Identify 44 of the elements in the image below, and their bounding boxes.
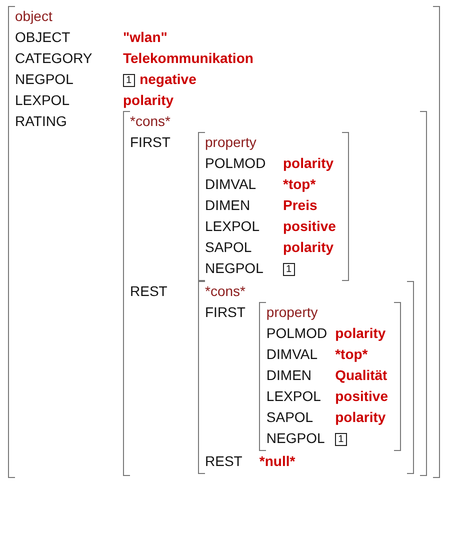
type-name: object (15, 7, 54, 26)
attribute-name: FIRST (205, 304, 246, 320)
attribute-name: NEGPOL (15, 71, 74, 87)
attribute-name: REST (130, 283, 168, 299)
attribute-value: polarity (335, 409, 386, 425)
attribute-name: SAPOL (205, 239, 252, 255)
attribute-name: SAPOL (266, 409, 314, 425)
attribute-value: Preis (283, 197, 318, 213)
attribute-name: DIMVAL (266, 346, 318, 362)
attribute-name: FIRST (130, 134, 170, 150)
attribute-name: OBJECT (15, 29, 70, 45)
attribute-value: "wlan" (123, 29, 168, 45)
attribute-value: polarity (283, 155, 334, 171)
type-name: property (205, 133, 258, 152)
attribute-value: *null* (259, 453, 296, 469)
attribute-value: positive (283, 218, 336, 234)
attribute-name: POLMOD (205, 155, 266, 171)
attribute-name: LEXPOL (266, 388, 321, 404)
attribute-value: polarity (283, 239, 334, 255)
attribute-name: DIMEN (266, 367, 312, 383)
attribute-name: NEGPOL (205, 260, 264, 276)
attribute-value: Telekommunikation (123, 50, 254, 66)
attribute-name: CATEGORY (15, 50, 92, 66)
attribute-value: polarity (335, 325, 386, 341)
type-name: *cons* (130, 112, 172, 131)
attribute-name: LEXPOL (205, 218, 260, 234)
attribute-name: REST (205, 453, 242, 469)
attribute-name: NEGPOL (266, 430, 325, 446)
attribute-name: RATING (15, 113, 67, 129)
type-name: property (266, 303, 319, 322)
attribute-value: *top* (335, 346, 368, 362)
type-name: *cons* (205, 282, 246, 301)
coreference-tag: 1 (123, 74, 135, 87)
coreference-tag: 1 (283, 263, 295, 276)
attribute-name: LEXPOL (15, 92, 70, 108)
attribute-name: DIMEN (205, 197, 250, 213)
attribute-value: polarity (123, 92, 174, 108)
coreference-tag: 1 (335, 433, 347, 446)
attribute-value: Qualität (335, 367, 388, 383)
attribute-value: negative (140, 71, 196, 87)
attribute-name: POLMOD (266, 325, 328, 341)
attribute-value: *top* (283, 176, 316, 192)
attribute-value: positive (335, 388, 388, 404)
attribute-name: DIMVAL (205, 176, 256, 192)
